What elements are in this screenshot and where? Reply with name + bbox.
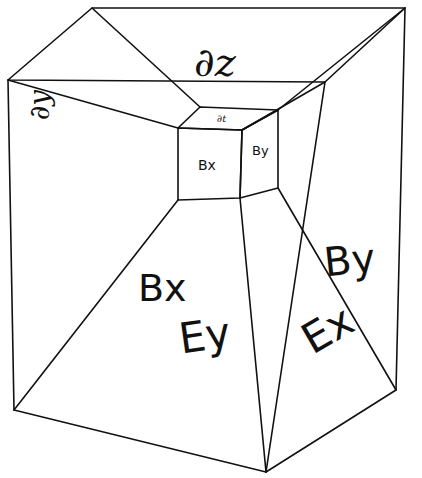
connect-edge — [8, 80, 178, 128]
field-label: ∂y — [26, 90, 54, 120]
field-label: By — [322, 237, 377, 282]
outer-edge — [8, 80, 14, 410]
outer-edge — [266, 82, 325, 472]
field-label: Ey — [176, 312, 233, 361]
connect-edge — [240, 198, 266, 472]
inner-right — [240, 110, 278, 198]
connect-edge — [278, 188, 396, 390]
outer-edge — [266, 390, 396, 472]
outer-top — [8, 8, 405, 82]
inner-front — [178, 128, 242, 200]
field-label: Bx — [138, 269, 187, 307]
field-label: By — [252, 144, 269, 157]
field-label: ∂z — [194, 42, 236, 82]
connect-edge — [278, 8, 405, 110]
outer-edge — [396, 8, 405, 390]
field-label: Bx — [198, 158, 216, 172]
field-label: ∂t — [217, 114, 226, 124]
field-label: Ex — [295, 299, 361, 361]
outer-edge — [14, 410, 266, 472]
connect-edge — [242, 82, 325, 130]
connect-edge — [92, 8, 200, 107]
